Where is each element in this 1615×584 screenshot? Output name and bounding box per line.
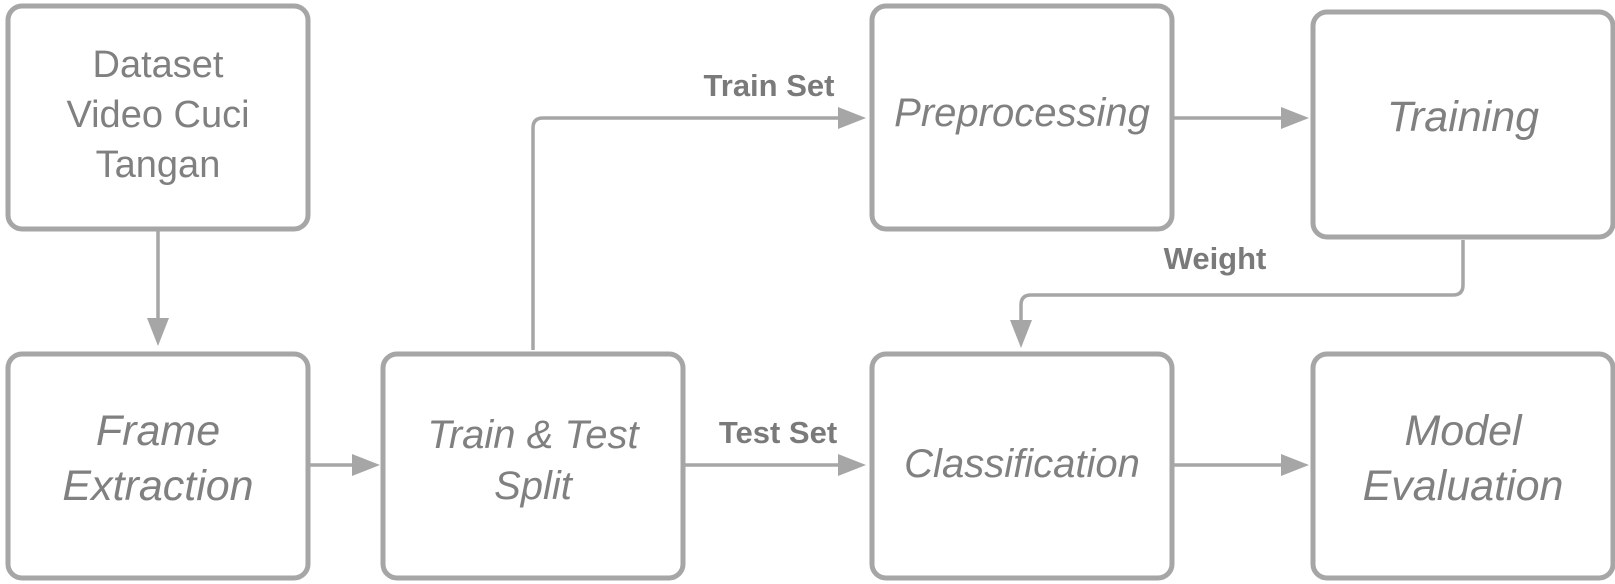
node-train-test-split: Train & Test Split (380, 351, 686, 581)
node-training: Training (1310, 9, 1615, 240)
node-classification-box (869, 351, 1175, 581)
arrowhead-preprocessing-to-training (1281, 107, 1309, 129)
node-dataset-line-2: Video Cuci (66, 94, 249, 136)
node-frame-extraction: Frame Extraction (5, 351, 311, 581)
arrowhead-split-to-classification (838, 454, 866, 476)
node-classification-line-1: Classification (904, 442, 1140, 486)
arrowhead-training-to-classification (1010, 320, 1032, 348)
node-preprocessing: Preprocessing (869, 3, 1175, 232)
node-training-line-1: Training (1387, 93, 1539, 141)
node-model-evaluation-line-2: Evaluation (1363, 462, 1564, 510)
arrow-training-to-classification (1019, 240, 1465, 320)
edge-label-weight: Weight (1164, 241, 1267, 276)
node-dataset-box (5, 3, 311, 232)
arrowhead-split-to-preprocessing (838, 107, 866, 129)
node-model-evaluation: Model Evaluation (1310, 351, 1615, 581)
node-train-test-split-line-1: Train & Test (427, 413, 640, 457)
edge-label-test-set: Test Set (719, 415, 837, 450)
arrowhead-dataset-to-frame-extraction (147, 318, 169, 346)
node-frame-extraction-line-1: Frame (96, 407, 220, 455)
node-model-evaluation-line-1: Model (1404, 407, 1523, 455)
arrowhead-classification-to-evaluation (1281, 454, 1309, 476)
node-frame-extraction-line-2: Extraction (62, 462, 253, 510)
node-dataset-line-1: Dataset (93, 44, 224, 86)
node-classification: Classification (869, 351, 1175, 581)
edge-label-train-set: Train Set (704, 68, 835, 103)
arrowhead-frame-to-split (352, 454, 380, 476)
arrow-split-to-preprocessing (531, 116, 838, 350)
node-frame-extraction-box (5, 351, 311, 581)
node-training-box (1310, 9, 1615, 240)
node-preprocessing-box (869, 3, 1175, 232)
node-dataset: Dataset Video Cuci Tangan (5, 3, 311, 232)
node-model-evaluation-box (1310, 351, 1615, 581)
node-dataset-line-3: Tangan (96, 144, 221, 186)
node-train-test-split-line-2: Split (494, 464, 574, 508)
connectors (147, 107, 1465, 476)
node-train-test-split-box (380, 351, 686, 581)
node-preprocessing-line-1: Preprocessing (894, 91, 1150, 135)
